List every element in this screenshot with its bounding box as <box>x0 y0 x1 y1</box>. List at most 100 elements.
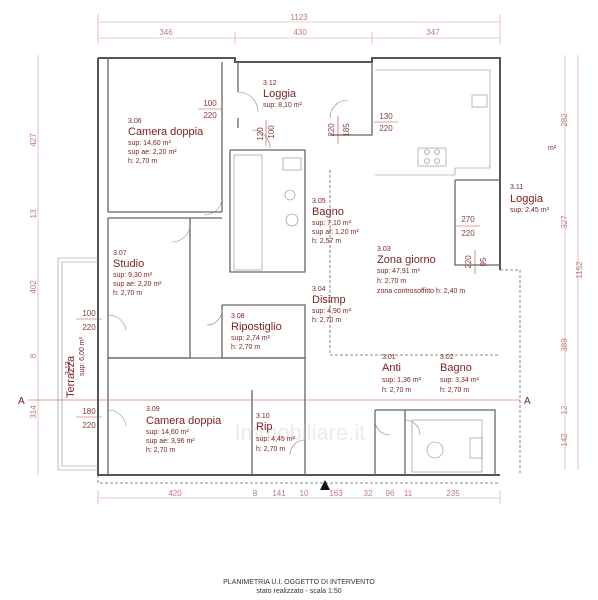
opening-3: 220 185 <box>327 116 351 144</box>
svg-text:3.04: 3.04 <box>312 286 326 293</box>
svg-text:120: 120 <box>256 127 265 141</box>
svg-text:3.11: 3.11 <box>510 184 523 191</box>
svg-text:sup: 4,90 m²: sup: 4,90 m² <box>312 308 352 315</box>
svg-text:3.07: 3.07 <box>113 250 127 257</box>
svg-text:h: 2,70 m: h: 2,70 m <box>440 387 469 394</box>
svg-text:zona controsoffitto h: 2,40 m: zona controsoffitto h: 2,40 m <box>377 288 465 295</box>
opening-4: 130 220 <box>374 112 398 133</box>
dim-right-2: 327 <box>560 215 569 229</box>
svg-text:Camera doppia: Camera doppia <box>128 126 204 138</box>
left-dimensions: 427 13 402 8 314 <box>29 55 39 475</box>
right-dimensions: 282 327 389 12 142 1152 <box>560 55 584 470</box>
dim-bottom-6: 32 <box>364 489 373 498</box>
room-3-11: 3.11 Loggia sup: 2,45 m² <box>510 184 550 214</box>
room-3-07: 3.07 Studio sup: 9,30 m² sup ae: 2,20 m²… <box>113 250 162 297</box>
svg-text:3.09: 3.09 <box>146 406 160 413</box>
dim-right-4: 12 <box>560 405 569 414</box>
svg-text:sup ae: 2,20 m²: sup ae: 2,20 m² <box>128 149 177 156</box>
dim-left-2: 13 <box>29 209 38 218</box>
svg-text:3.08: 3.08 <box>231 313 245 320</box>
dim-top-3: 347 <box>426 28 440 37</box>
svg-text:sup: 6,00 m²: sup: 6,00 m² <box>79 336 86 376</box>
opening-6: 220 95 <box>464 250 488 274</box>
svg-text:h: 2,70 m: h: 2,70 m <box>377 278 406 285</box>
svg-text:Bagno: Bagno <box>312 206 344 218</box>
svg-text:Terrazza: Terrazza <box>65 355 77 398</box>
svg-text:Zona giorno: Zona giorno <box>377 254 436 266</box>
svg-text:h: 2,70 m: h: 2,70 m <box>382 387 411 394</box>
section-mark-right: A <box>524 396 531 407</box>
svg-text:185: 185 <box>342 123 351 137</box>
room-3-02: 3.02 Bagno sup: 3,34 m² h: 2,70 m <box>440 354 480 394</box>
m2-note: m² <box>548 145 557 152</box>
svg-text:3.12: 3.12 <box>263 80 277 87</box>
bottom-dimensions: 420 8 141 10 163 32 96 11 235 <box>97 489 501 504</box>
svg-text:Disimp: Disimp <box>312 294 346 306</box>
svg-text:h: 2,70 m: h: 2,70 m <box>231 344 260 351</box>
room-3-04: 3.04 Disimp sup: 4,90 m² h: 2,70 m <box>312 286 352 324</box>
svg-text:3.05: 3.05 <box>312 198 326 205</box>
footer-title: PLANIMETRIA U.I. OGGETTO DI INTERVENTO <box>223 579 375 586</box>
room-3-05: 3.05 Bagno sup: 7,10 m² sup af: 1,20 m² … <box>312 198 359 245</box>
section-mark-left: A <box>18 396 25 407</box>
svg-text:sup: 2,74 m²: sup: 2,74 m² <box>231 335 271 342</box>
dim-right-total: 1152 <box>575 261 584 279</box>
footer-scale: stato realizzato - scala 1:50 <box>256 588 341 595</box>
dim-right-5: 142 <box>560 433 569 447</box>
svg-text:Anti: Anti <box>382 362 401 374</box>
inner-walls <box>107 58 500 475</box>
door-swings <box>107 91 421 456</box>
room-3-10: 3.10 Rip sup: 4,45 m² h: 2,70 m <box>256 413 296 453</box>
svg-text:sup: 14,60 m²: sup: 14,60 m² <box>128 140 171 147</box>
dim-bottom-1: 420 <box>168 489 182 498</box>
svg-text:sup: 4,45 m²: sup: 4,45 m² <box>256 436 296 443</box>
opening-5: 270 220 <box>456 215 480 238</box>
dim-left-1: 427 <box>29 133 38 147</box>
svg-text:220: 220 <box>203 111 217 120</box>
section-line: A A <box>18 396 531 407</box>
svg-text:180: 180 <box>82 407 96 416</box>
svg-text:Loggia: Loggia <box>510 193 544 205</box>
dim-bottom-2: 8 <box>253 489 258 498</box>
svg-text:sup: 1,36 m²: sup: 1,36 m² <box>382 377 422 384</box>
svg-text:100: 100 <box>203 99 217 108</box>
dim-bottom-7: 96 <box>386 489 395 498</box>
svg-text:sup: 3,34 m²: sup: 3,34 m² <box>440 377 480 384</box>
svg-text:sup: 8,10 m²: sup: 8,10 m² <box>263 102 303 109</box>
svg-text:h: 2,70 m: h: 2,70 m <box>128 158 157 165</box>
svg-text:h: 2,70 m: h: 2,70 m <box>256 446 285 453</box>
room-3-12: 3.12 Loggia sup: 8,10 m² <box>263 80 303 109</box>
dim-bottom-3: 141 <box>272 489 286 498</box>
svg-text:Camera doppia: Camera doppia <box>146 415 222 427</box>
svg-text:sup af: 1,20 m²: sup af: 1,20 m² <box>312 229 359 236</box>
svg-text:sup ae: 3,96 m²: sup ae: 3,96 m² <box>146 438 195 445</box>
dim-bottom-5: 163 <box>329 489 343 498</box>
svg-text:sup: 9,30 m²: sup: 9,30 m² <box>113 272 153 279</box>
svg-text:220: 220 <box>464 255 473 269</box>
top-dimensions: 1123 346 430 347 <box>97 13 501 44</box>
svg-text:3.03: 3.03 <box>377 246 391 253</box>
svg-text:Rip: Rip <box>256 421 273 433</box>
svg-text:220: 220 <box>461 229 475 238</box>
svg-text:270: 270 <box>461 215 475 224</box>
svg-text:3.01: 3.01 <box>382 354 396 361</box>
dim-bottom-9: 235 <box>446 489 460 498</box>
svg-text:sup: 2,45 m²: sup: 2,45 m² <box>510 207 550 214</box>
svg-text:sup: 14,60 m²: sup: 14,60 m² <box>146 429 189 436</box>
svg-text:3.10: 3.10 <box>256 413 270 420</box>
room-3-01: 3.01 Anti sup: 1,36 m² h: 2,70 m <box>382 354 422 394</box>
svg-text:220: 220 <box>82 421 96 430</box>
svg-text:100: 100 <box>267 125 276 139</box>
svg-text:95: 95 <box>479 257 488 266</box>
room-3-08: 3.08 Ripostiglio sup: 2,74 m² h: 2,70 m <box>231 313 282 351</box>
svg-text:Loggia: Loggia <box>263 88 297 100</box>
openings: 100 220 120 100 220 185 130 220 270 220 … <box>76 99 488 430</box>
dim-left-4: 8 <box>29 353 38 358</box>
svg-text:3.02: 3.02 <box>440 354 454 361</box>
dim-left-3: 402 <box>29 280 38 294</box>
dim-left-5: 314 <box>29 405 38 419</box>
opening-7: 100 220 <box>76 309 102 332</box>
svg-text:Studio: Studio <box>113 258 144 270</box>
opening-1: 100 220 <box>198 99 222 120</box>
room-3-13: 3.13 Terrazza sup: 6,00 m² <box>65 336 86 398</box>
